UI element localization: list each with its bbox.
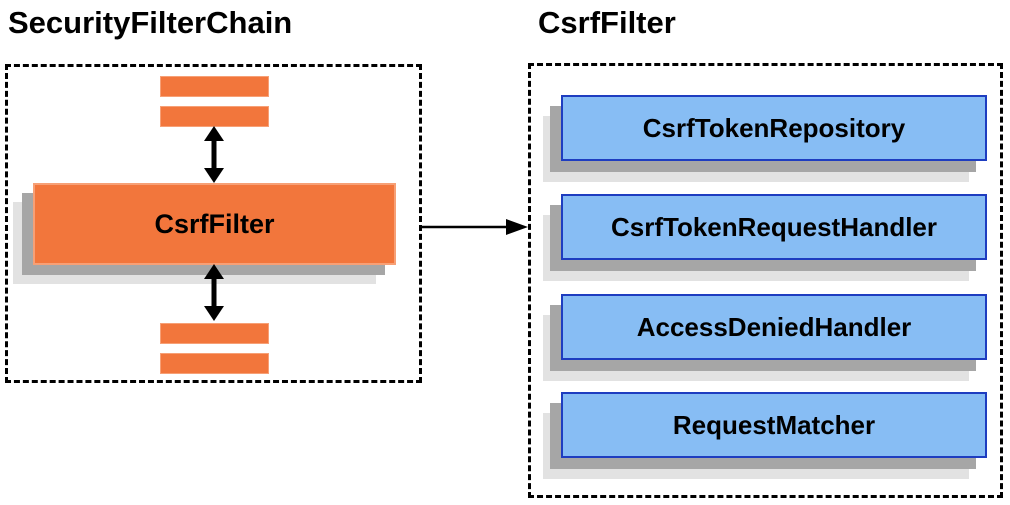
request-matcher-box: RequestMatcher [561,392,987,458]
csrf-filter-box-label: CsrfFilter [154,208,275,239]
csrf-filter-components-container [528,63,1003,498]
up-down-arrow-icon [204,126,224,183]
csrf-token-repository-box: CsrfTokenRepository [561,95,987,161]
filter-placeholder-bar [160,323,269,344]
csrf-token-request-handler-box: CsrfTokenRequestHandler [561,194,987,260]
filter-placeholder-bar [160,106,269,127]
component-label: RequestMatcher [672,409,876,440]
filter-placeholder-bar [160,353,269,374]
security-filter-chain-title: SecurityFilterChain [8,5,293,40]
component-label: CsrfTokenRepository [642,112,906,143]
component-label: CsrfTokenRequestHandler [610,211,938,242]
csrf-filter-title: CsrfFilter [538,5,676,40]
access-denied-handler-box: AccessDeniedHandler [561,294,987,360]
security-filter-chain-container [5,64,422,383]
filter-placeholder-bar [160,76,269,97]
right-arrow-icon [422,219,528,235]
component-label: AccessDeniedHandler [636,311,912,342]
up-down-arrow-icon [204,264,224,321]
csrf-filter-box: CsrfFilter [33,183,396,265]
